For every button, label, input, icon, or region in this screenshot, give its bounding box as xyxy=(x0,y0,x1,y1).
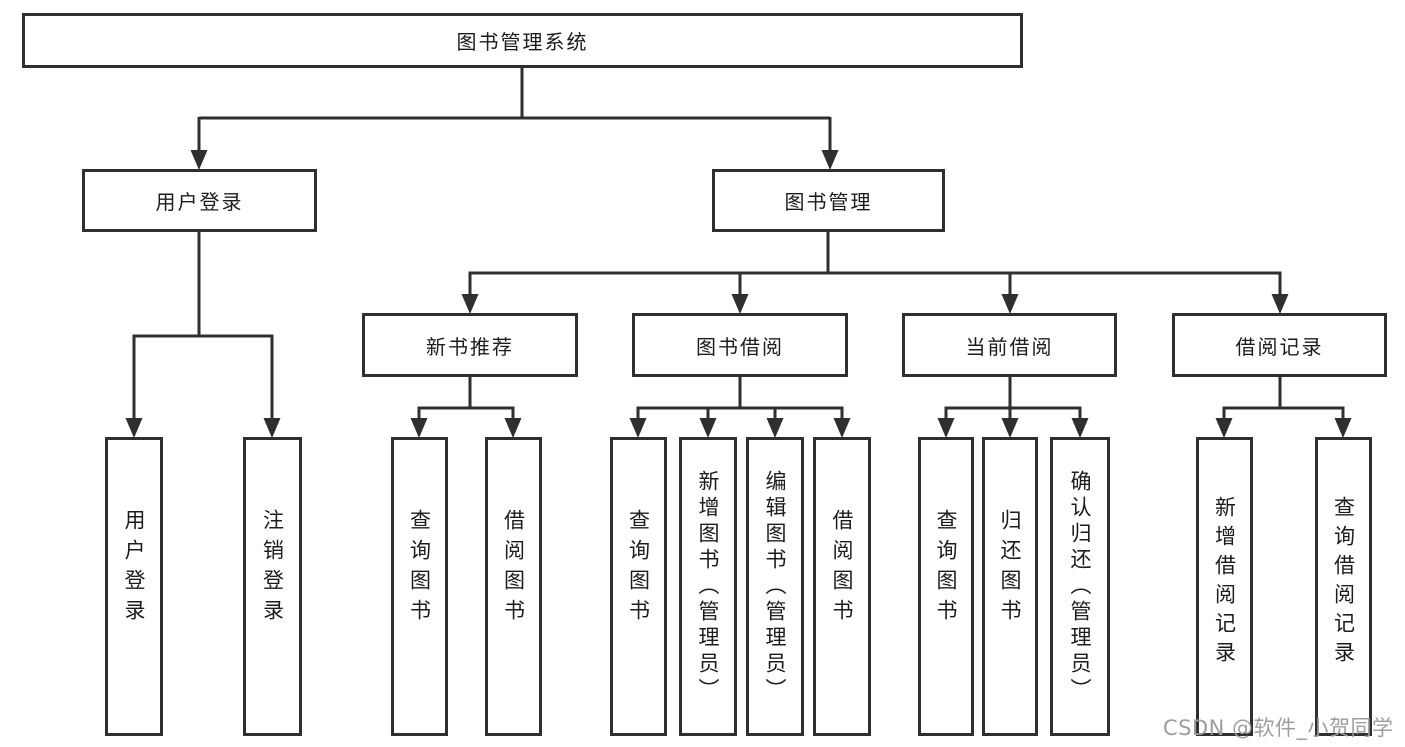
node-leaf-search-books-borrow: 查询图书 xyxy=(610,437,667,736)
node-leaf-logout: 注销登录 xyxy=(243,437,302,736)
node-leaf-borrow-books: 借阅图书 xyxy=(813,437,871,736)
node-leaf-confirm-return-admin: 确认归还（管理员） xyxy=(1050,437,1110,736)
node-leaf-search-books-current: 查询图书 xyxy=(918,437,974,736)
node-leaf-add-borrow-record: 新增借阅记录 xyxy=(1196,437,1253,736)
node-leaf-search-borrow-record: 查询借阅记录 xyxy=(1315,437,1372,736)
arrowheads xyxy=(125,150,1352,438)
node-book-management: 图书管理 xyxy=(712,169,945,232)
node-library-system: 图书管理系统 xyxy=(22,13,1023,68)
node-leaf-return-books: 归还图书 xyxy=(982,437,1038,736)
node-book-borrowing: 图书借阅 xyxy=(632,313,848,377)
csdn-watermark: CSDN @软件_小贺同学 xyxy=(1163,716,1394,740)
node-user-login: 用户登录 xyxy=(82,169,317,232)
node-leaf-borrow-books-recommend: 借阅图书 xyxy=(485,437,542,736)
node-new-book-recommendation: 新书推荐 xyxy=(362,313,578,377)
node-leaf-user-login: 用户登录 xyxy=(105,437,163,736)
node-current-borrowing: 当前借阅 xyxy=(902,313,1117,377)
node-leaf-edit-books-admin: 编辑图书（管理员） xyxy=(746,437,804,736)
node-leaf-add-books-admin: 新增图书（管理员） xyxy=(679,437,737,736)
node-leaf-search-books-recommend: 查询图书 xyxy=(391,437,448,736)
node-borrowing-records: 借阅记录 xyxy=(1172,313,1387,377)
